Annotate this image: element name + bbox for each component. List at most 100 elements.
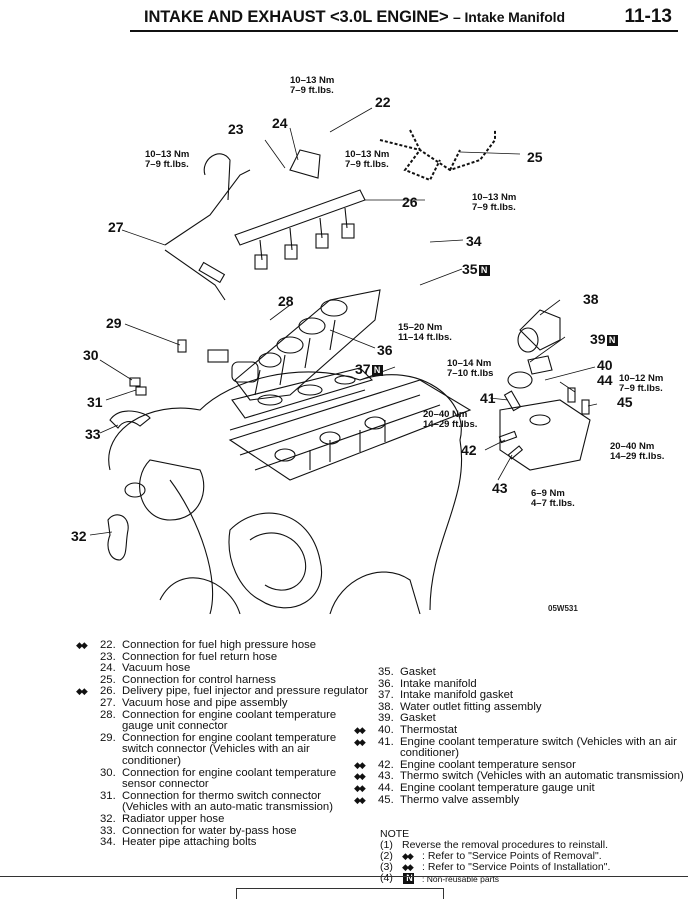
non-reusable-badge: N [606,335,618,346]
item-number: 31. [100,789,116,802]
torque-ftlbs: 14–29 ft.lbs. [423,419,478,430]
note-number: (2) [380,850,393,862]
item-number: 28. [100,708,116,721]
note-number: (4) [380,872,393,884]
item-number: 44. [378,781,394,794]
item-text: Intake manifold gasket [400,689,514,702]
legend-item: ◆◆40.Thermostat [354,723,688,737]
callout-29: 29 [106,315,122,331]
torque-ftlbs: 7–10 ft.lbs [447,368,494,379]
legend-item: 29.Connection for engine coolant tempera… [100,731,370,768]
exploded-view-diagram [89,107,598,615]
note-item: (2)◆◆: Refer to "Service Points of Remov… [380,851,610,862]
item-number: 42. [378,758,394,771]
legend-item: ◆◆42.Engine coolant temperature sensor [354,758,688,772]
callout-25: 25 [527,149,543,165]
item-number: 33. [100,824,116,837]
torque-nm: 10–13 Nm [145,149,190,160]
note-block: NOTE (1)Reverse the removal procedures t… [380,829,610,885]
item-number: 24. [100,662,116,675]
torque-ftlbs: 7–9 ft.lbs. [619,383,663,394]
note-number: (3) [380,861,393,873]
section-title: INTAKE AND EXHAUST <3.0L ENGINE> [144,8,449,26]
intake-manifold-drawing [231,289,381,401]
item-number: 40. [378,723,394,736]
torque-nm: 6–9 Nm [531,488,565,499]
callout-22: 22 [375,94,391,110]
callout-41: 41 [480,390,496,406]
torque-ftlbs: 7–9 ft.lbs. [290,85,334,96]
item-number: 36. [378,677,394,690]
item-number: 43. [378,770,394,783]
item-text: Gasket [400,666,436,678]
item-number: 45. [378,793,394,806]
item-number: 29. [100,731,116,744]
legend-item: 39.Gasket [378,713,688,725]
torque-nm: 10–12 Nm [619,373,664,384]
figure-code: 05W531 [548,604,578,613]
callout-44: 44 [597,372,613,388]
torque-ftlbs: 14–29 ft.lbs. [610,451,665,462]
non-reusable-badge: N [371,365,383,376]
callout-28: 28 [278,293,294,309]
page-number: 11-13 [624,6,672,27]
legend-item: 38.Water outlet fitting assembly [378,701,688,714]
legend-item: 30.Connection for engine coolant tempera… [100,767,370,791]
callout-26: 26 [402,194,418,210]
item-text: Engine coolant temperature switch (Vehic… [400,735,677,760]
item-number: 25. [100,673,116,686]
callout-leader-lines [89,107,598,536]
item-text: Heater pipe attaching bolts [122,836,257,849]
legend-item: 31.Connection for thermo switch connecto… [100,789,370,814]
item-number: 41. [378,735,394,748]
removal-mark-icon: ◆◆ [76,640,88,650]
install-mark-icon: ◆◆ [354,736,366,747]
hose-drawings [107,410,151,561]
control-harness-drawing [379,129,496,182]
note-text: : Non-reusable parts [422,874,500,884]
item-text: Connection for water by-pass hose [122,824,297,837]
note-text: : Refer to "Service Points of Removal". [422,850,602,862]
item-text: Radiator upper hose [122,812,225,825]
note-item: (1)Reverse the removal procedures to rei… [380,840,610,851]
legend-item: 33. Connection for water by-pass hose [100,824,370,838]
callout-39-number: 39 [590,331,606,347]
page-header: INTAKE AND EXHAUST <3.0L ENGINE> – Intak… [130,4,678,32]
callout-24: 24 [272,115,288,131]
callout-27: 27 [108,219,124,235]
delivery-pipe-drawing [234,149,366,270]
note-text: Reverse the removal procedures to reinst… [402,839,609,851]
item-number: 23. [100,650,116,663]
callout-23: 23 [228,121,244,137]
item-text: Delivery pipe, fuel injector and pressur… [122,685,369,698]
torque-ftlbs: 4–7 ft.lbs. [531,498,575,509]
item-text: Intake manifold [400,677,477,690]
item-number: 35. [378,666,394,678]
legend-item: 35. Gasket [378,666,688,679]
callout-45: 45 [617,394,633,410]
engine-block-drawing [108,371,472,615]
item-text: Vacuum hose [122,662,191,675]
callout-36: 36 [377,342,393,358]
item-text: Connection for control harness [122,673,276,686]
legend-item: 23.Connection for fuel return hose [100,650,370,664]
torque-ftlbs: 7–9 ft.lbs. [472,202,516,213]
callout-43: 43 [492,480,508,496]
callout-37-number: 37 [355,361,371,377]
legend-item: 27.Vacuum hose and pipe assembly [100,697,370,710]
water-outlet-drawing [499,309,591,471]
torque-nm: 10–13 Nm [345,149,390,160]
item-number: 26. [100,685,116,698]
install-mark-icon: ◆◆ [354,724,366,735]
item-text: Gasket [400,712,436,725]
note-title: NOTE [380,828,410,840]
callout-33: 33 [85,426,101,442]
install-mark-icon: ◆◆ [354,759,366,770]
